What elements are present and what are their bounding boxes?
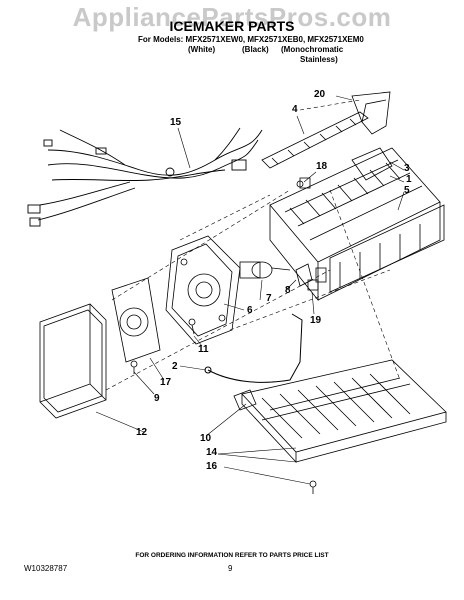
ice-mold-part — [269, 147, 445, 302]
document-number: W10328787 — [24, 564, 68, 573]
callout-20: 20 — [314, 89, 326, 100]
variant-black: (Black) — [242, 45, 269, 54]
callout-4: 4 — [292, 104, 298, 115]
assembly-dash-lines — [105, 99, 401, 391]
callout-19: 19 — [310, 315, 322, 326]
callout-1: 1 — [406, 174, 412, 185]
callout-12: 12 — [136, 427, 148, 438]
watermark: AppliancePartsPros.com — [72, 2, 392, 32]
ice-tray-part — [233, 359, 447, 464]
ordering-info: FOR ORDERING INFORMATION REFER TO PARTS … — [135, 552, 329, 559]
ejector-blade-part — [261, 91, 391, 169]
front-cover-part — [39, 277, 161, 419]
callout-8: 8 — [285, 285, 291, 296]
callout-3: 3 — [404, 163, 410, 174]
callout-6: 6 — [247, 305, 253, 316]
variant-stainless: Stainless) — [300, 55, 338, 64]
callout-11: 11 — [198, 344, 209, 355]
callout-2: 2 — [172, 361, 178, 372]
page-title: ICEMAKER PARTS — [169, 18, 295, 34]
callout-10: 10 — [200, 433, 212, 444]
leader-lines — [95, 95, 405, 485]
callout-18: 18 — [316, 161, 328, 172]
callout-7: 7 — [266, 293, 272, 304]
motor-part — [239, 261, 327, 287]
models-line: For Models: MFX2571XEW0, MFX2571XEB0, MF… — [138, 35, 364, 44]
wire-harness-part — [27, 127, 263, 227]
callout-17: 17 — [160, 377, 172, 388]
callout-5: 5 — [404, 185, 410, 196]
callout-9: 9 — [154, 393, 160, 404]
variant-white: (White) — [188, 45, 216, 54]
control-housing-part — [165, 235, 241, 345]
screw-parts — [130, 180, 319, 494]
callout-16: 16 — [206, 461, 218, 472]
shutoff-arm-part — [204, 313, 303, 383]
variant-mono: (Monochromatic — [281, 45, 344, 54]
page-number: 9 — [228, 564, 233, 573]
callout-15: 15 — [170, 117, 182, 128]
callout-14: 14 — [206, 447, 218, 458]
